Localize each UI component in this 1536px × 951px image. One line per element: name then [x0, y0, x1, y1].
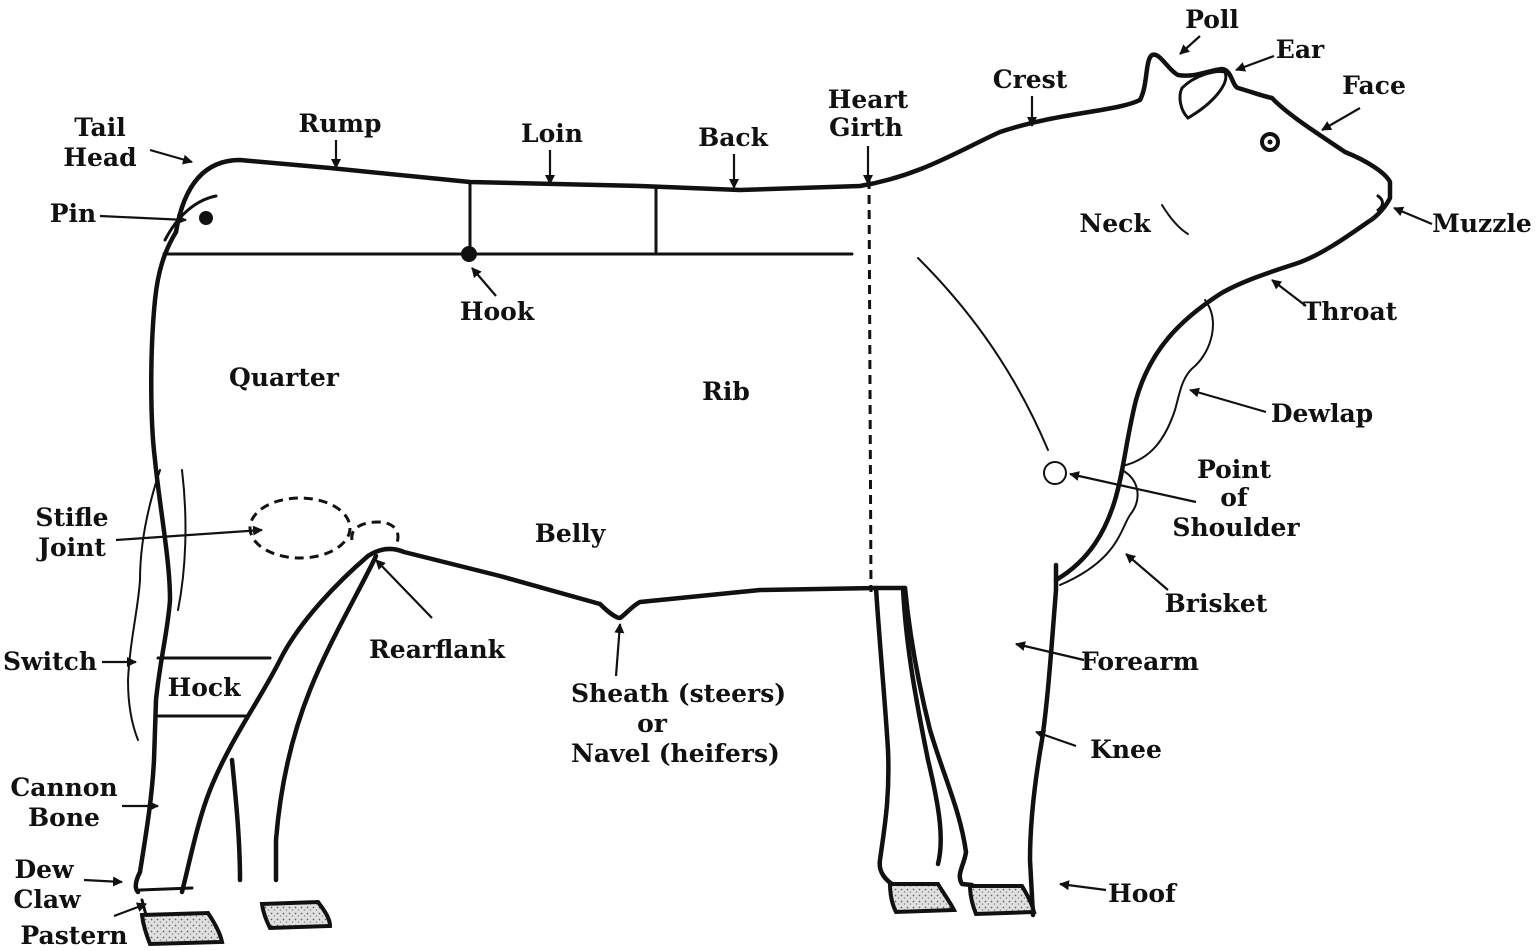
arrow-hoof [1060, 884, 1106, 890]
belly-line [368, 549, 905, 618]
label-hoof: Hoof [1108, 879, 1178, 908]
label-tail-head-2: Head [63, 143, 136, 172]
front-leg-far [876, 588, 892, 884]
heart-girth-line [869, 180, 871, 592]
arrow-dewlap [1190, 390, 1266, 412]
arrow-face [1322, 108, 1360, 130]
hind-leg-far-back [232, 760, 240, 880]
labels: Poll Ear Crest Face Tail Head Rump Loin … [3, 5, 1532, 950]
arrow-sheath [616, 624, 620, 676]
arrow-dew-claw [84, 880, 122, 882]
label-pastern: Pastern [20, 921, 127, 950]
shoulder-line [918, 258, 1048, 450]
label-rib: Rib [702, 377, 750, 406]
eye-pupil [1268, 140, 1273, 145]
label-pin: Pin [50, 199, 96, 228]
arrow-rearflank [376, 560, 432, 618]
label-navel-word: Navel [571, 739, 650, 768]
label-hock: Hock [168, 673, 242, 702]
arrow-throat [1272, 280, 1306, 306]
label-sheath-word: Sheath [571, 679, 669, 708]
label-knee: Knee [1090, 735, 1162, 764]
label-point-of-shoulder-2: of [1220, 483, 1250, 512]
label-heart-girth-1: Heart [828, 85, 909, 114]
hook-dot [461, 246, 477, 262]
label-stifle-joint-2: Joint [36, 533, 106, 562]
stifle-joint-outline [250, 498, 350, 558]
label-cannon-bone-2: Bone [28, 803, 100, 832]
label-poll: Poll [1185, 5, 1239, 34]
label-or: or [637, 709, 668, 738]
cow-outline [128, 55, 1390, 944]
label-muzzle: Muzzle [1432, 209, 1532, 238]
label-sheath-note: (steers) [678, 679, 786, 708]
label-point-of-shoulder-3: Shoulder [1172, 513, 1300, 542]
label-neck: Neck [1079, 209, 1151, 238]
topline [176, 55, 1390, 294]
arrow-muzzle [1394, 208, 1432, 224]
arrow-brisket [1126, 554, 1168, 590]
label-heart-girth-2: Girth [829, 113, 903, 142]
label-rump: Rump [299, 109, 382, 138]
label-cannon-bone-1: Cannon [10, 773, 117, 802]
pin-dot [199, 211, 213, 225]
label-switch: Switch [3, 647, 97, 676]
label-dew-claw-2: Claw [13, 885, 82, 914]
arrow-ear [1236, 56, 1274, 70]
stifle-small [352, 522, 398, 545]
neck-crease [1162, 205, 1188, 234]
front-leg-front [1030, 565, 1056, 915]
label-tail-head-1: Tail [74, 113, 125, 142]
label-hook: Hook [460, 297, 535, 326]
label-crest: Crest [993, 65, 1068, 94]
label-dewlap: Dewlap [1271, 399, 1373, 428]
label-navel: Navel (heifers) [571, 739, 780, 768]
label-dew-claw-1: Dew [14, 855, 75, 884]
label-face: Face [1342, 71, 1406, 100]
ear-shape [1180, 72, 1226, 118]
tail-switch-2 [178, 470, 185, 610]
arrow-pin [100, 216, 186, 220]
arrow-tail-head [150, 150, 192, 162]
label-loin: Loin [521, 119, 583, 148]
hoof-front-near [970, 886, 1034, 914]
point-of-shoulder-marker [1044, 462, 1066, 484]
nostril [1378, 196, 1383, 210]
label-forearm: Forearm [1081, 647, 1199, 676]
label-stifle-joint-1: Stifle [35, 503, 108, 532]
label-ear: Ear [1276, 35, 1325, 64]
label-navel-note: (heifers) [659, 739, 780, 768]
dewlap-line [1122, 300, 1213, 466]
arrow-poll [1180, 36, 1200, 54]
label-back: Back [698, 123, 769, 152]
label-throat: Throat [1303, 297, 1398, 326]
rear-line [136, 232, 176, 892]
label-quarter: Quarter [229, 363, 340, 392]
arrow-hook [472, 268, 496, 296]
pastern-rear [142, 900, 146, 915]
dew-claw-band [140, 888, 192, 890]
hoof-rear-far [262, 902, 330, 928]
hoof-front-far [890, 884, 954, 912]
label-rearflank: Rearflank [369, 635, 506, 664]
label-belly: Belly [535, 519, 607, 548]
label-brisket: Brisket [1165, 589, 1268, 618]
hoof-rear-near [142, 913, 222, 944]
label-point-of-shoulder-1: Point [1197, 455, 1271, 484]
hind-leg-far [276, 556, 376, 880]
label-sheath: Sheath (steers) [571, 679, 786, 708]
arrow-stifle-joint [116, 530, 262, 540]
